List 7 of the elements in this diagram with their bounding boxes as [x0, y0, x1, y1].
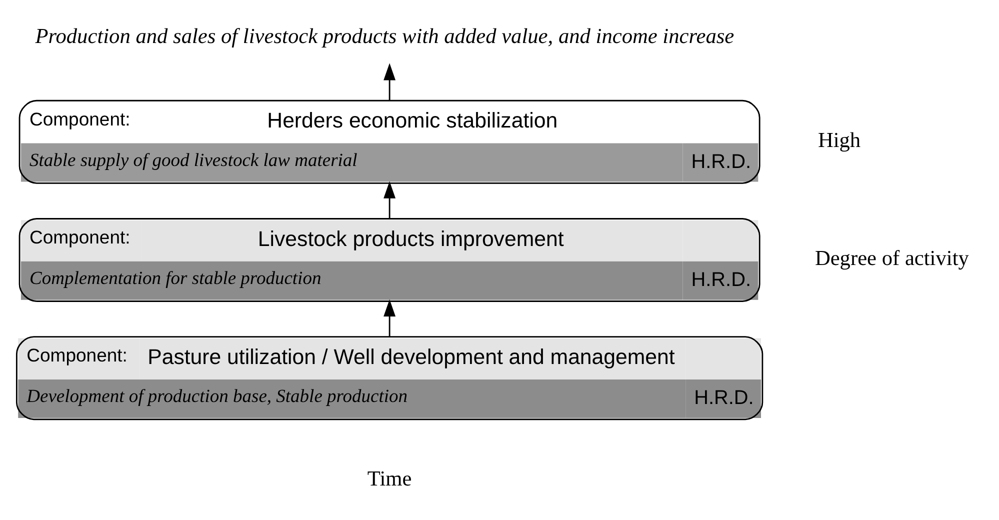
label: Time	[367, 466, 412, 491]
arrow	[384, 63, 396, 100]
label: High	[818, 128, 861, 152]
node-text: Production and sales of livestock products with added value, and income increase	[35, 24, 734, 48]
arrow	[384, 181, 396, 218]
label: Degree of activity	[814, 246, 969, 270]
arrow	[384, 299, 396, 336]
